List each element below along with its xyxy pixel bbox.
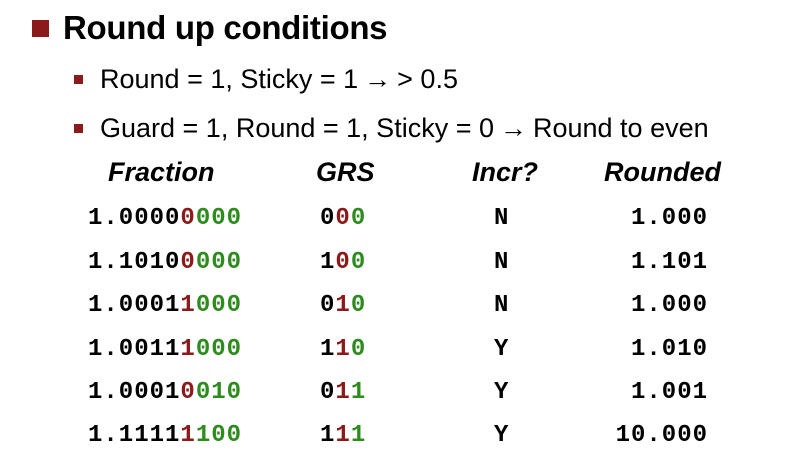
heading-square-bullet-icon	[32, 19, 49, 37]
fraction-cell: 1.00010010	[88, 375, 242, 411]
incr-cell: Y	[494, 422, 510, 449]
bullet-2-before: Guard = 1, Round = 1, Sticky = 0	[100, 112, 494, 143]
incr-cell: Y	[494, 379, 510, 406]
right-arrow-icon: →	[499, 112, 527, 143]
fraction-tail-bits: 000	[195, 292, 243, 319]
table-row: 1.00111000 110 Y 1.010	[0, 332, 804, 368]
grs-round: 1	[335, 379, 351, 406]
grs-guard: 1	[320, 336, 336, 363]
grs-sticky: 0	[350, 292, 367, 319]
grs-cell: 000	[320, 201, 366, 237]
grs-sticky: 0	[350, 249, 367, 276]
grs-guard: 0	[320, 292, 336, 319]
fraction-tail-bits: 000	[195, 249, 243, 276]
rounded-cell: 1.000	[630, 292, 708, 319]
incr-cell: N	[494, 292, 510, 319]
table-row: 1.00010010 011 Y 1.001	[0, 375, 804, 411]
rounded-cell: 1.000	[630, 205, 708, 232]
table-row: 1.00000000 000 N 1.000	[0, 201, 804, 237]
header-incr: Incr?	[472, 157, 539, 187]
fraction-cell: 1.00000000	[88, 201, 242, 237]
fraction-guard-bit: 1	[180, 336, 196, 363]
slide-heading: Round up conditions	[32, 6, 388, 50]
right-arrow-icon: →	[364, 63, 392, 94]
grs-sticky: 0	[350, 336, 367, 363]
bullet-1-before: Round = 1, Sticky = 1	[100, 63, 359, 94]
bullet-2-after: Round to even	[532, 112, 709, 143]
rounded-cell: 10.000	[615, 422, 708, 449]
square-bullet-icon	[74, 123, 83, 133]
fraction-cell: 1.11111100	[88, 418, 242, 454]
grs-cell: 011	[320, 375, 366, 411]
grs-round: 0	[335, 249, 351, 276]
fraction-lead: 1.0001	[88, 292, 181, 319]
fraction-lead: 1.0011	[88, 336, 181, 363]
rounded-cell: 1.010	[630, 336, 708, 363]
rounded-cell: 1.001	[630, 379, 708, 406]
grs-guard: 0	[320, 379, 336, 406]
bullet-1: Round = 1, Sticky = 1 → > 0.5	[74, 61, 458, 97]
square-bullet-icon	[74, 74, 83, 84]
grs-sticky: 1	[350, 422, 367, 449]
fraction-cell: 1.00111000	[88, 332, 242, 368]
fraction-lead: 1.0000	[88, 205, 181, 232]
grs-round: 1	[335, 292, 351, 319]
fraction-lead: 1.1111	[88, 422, 181, 449]
grs-round: 1	[335, 336, 351, 363]
fraction-guard-bit: 1	[180, 292, 196, 319]
table-row: 1.00011000 010 N 1.000	[0, 288, 804, 324]
fraction-tail-bits: 010	[195, 379, 243, 406]
bullet-1-after: > 0.5	[397, 63, 458, 94]
fraction-tail-bits: 100	[195, 422, 243, 449]
grs-round: 0	[335, 205, 351, 232]
header-fraction: Fraction	[108, 157, 215, 187]
grs-guard: 0	[320, 205, 336, 232]
grs-round: 1	[335, 422, 351, 449]
grs-cell: 110	[320, 332, 366, 368]
table-row: 1.10100000 100 N 1.101	[0, 245, 804, 281]
bullet-2: Guard = 1, Round = 1, Sticky = 0 → Round…	[74, 110, 709, 146]
table-row: 1.11111100 111 Y 10.000	[0, 418, 804, 454]
header-rounded: Rounded	[604, 157, 721, 187]
header-grs: GRS	[316, 157, 375, 187]
fraction-cell: 1.00011000	[88, 288, 242, 324]
heading-text: Round up conditions	[63, 9, 388, 46]
fraction-lead: 1.1010	[88, 249, 181, 276]
grs-guard: 1	[320, 249, 336, 276]
fraction-cell: 1.10100000	[88, 245, 242, 281]
fraction-tail-bits: 000	[195, 205, 243, 232]
incr-cell: Y	[494, 336, 510, 363]
grs-cell: 010	[320, 288, 366, 324]
fraction-guard-bit: 0	[180, 379, 196, 406]
grs-sticky: 1	[350, 379, 367, 406]
fraction-guard-bit: 0	[180, 205, 196, 232]
incr-cell: N	[494, 205, 510, 232]
rounded-cell: 1.101	[630, 249, 708, 276]
incr-cell: N	[494, 249, 510, 276]
grs-guard: 1	[320, 422, 336, 449]
fraction-lead: 1.0001	[88, 379, 181, 406]
fraction-guard-bit: 1	[180, 422, 196, 449]
grs-sticky: 0	[350, 205, 367, 232]
fraction-guard-bit: 0	[180, 249, 196, 276]
grs-cell: 100	[320, 245, 366, 281]
fraction-tail-bits: 000	[195, 336, 243, 363]
grs-cell: 111	[320, 418, 366, 454]
